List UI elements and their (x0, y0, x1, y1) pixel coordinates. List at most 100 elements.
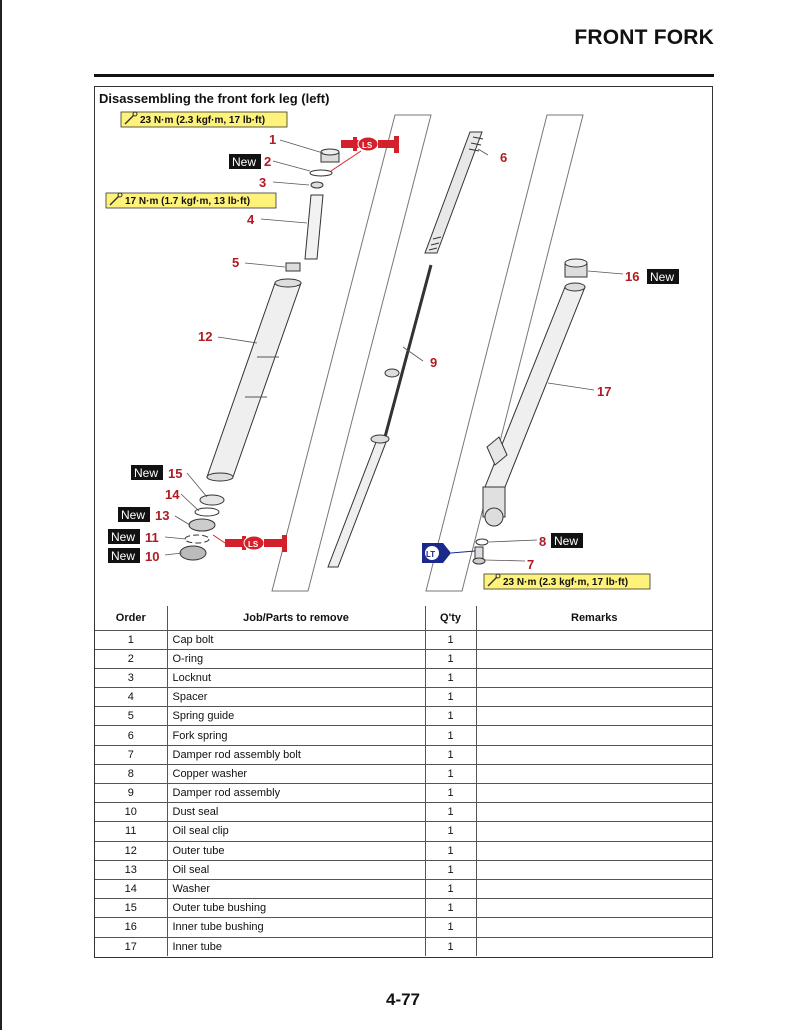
svg-text:New: New (554, 534, 578, 548)
quantity-cell: 1 (424, 917, 477, 938)
wrench-icon (487, 573, 501, 587)
column-header-job: Job/Parts to remove (166, 606, 426, 631)
callout-13: 13 (155, 508, 169, 523)
svg-text:New: New (111, 530, 135, 544)
remarks-cell (475, 648, 712, 669)
svg-text:New: New (134, 466, 158, 480)
callout-15: 15 (168, 466, 182, 481)
order-cell: 10 (95, 802, 168, 823)
callout-10: 10 (145, 549, 159, 564)
new-badge-2: New (229, 154, 261, 169)
part-name-cell: Dust seal (166, 802, 426, 823)
page-number: 4-77 (385, 990, 421, 1009)
spacer-part (304, 194, 324, 260)
part-name-cell: Spacer (166, 687, 426, 708)
remarks-cell (475, 859, 712, 880)
order-cell: 9 (95, 782, 168, 804)
locknut-part (310, 181, 324, 189)
exploded-diagram: 23 N·m (2.3 kgf·m, 17 lb·ft) 17 N·m (1.7… (105, 111, 679, 592)
part-name-cell: Damper rod assembly bolt (166, 744, 426, 765)
order-cell: 8 (95, 763, 168, 785)
torque-spec-damper-bolt: 23 N·m (2.3 kgf·m, 17 lb·ft) (483, 573, 651, 590)
fork-spring-part (424, 131, 484, 254)
torque-value: 17 N·m (1.7 kgf·m, 13 lb·ft) (125, 196, 250, 207)
quantity-cell: 1 (424, 763, 477, 785)
wrench-icon (109, 192, 123, 206)
part-name-cell: O-ring (166, 648, 426, 669)
guide-frame-middle (271, 114, 432, 592)
quantity-cell: 1 (424, 744, 477, 765)
callout-7: 7 (527, 557, 534, 572)
remarks-cell (475, 629, 712, 650)
diagram-title: Disassembling the front fork leg (left) (99, 91, 330, 106)
remarks-cell (475, 802, 712, 823)
grease-ls-icon: LS (330, 136, 399, 172)
wrench-icon (124, 111, 138, 125)
damper-bolt-part (472, 546, 486, 565)
column-header-qty: Q'ty (424, 606, 477, 631)
quantity-cell: 1 (424, 782, 477, 804)
order-cell: 2 (95, 648, 168, 669)
column-header-order: Order (95, 606, 168, 631)
callout-11: 11 (145, 530, 159, 545)
part-name-cell: Damper rod assembly (166, 782, 426, 804)
callout-9: 9 (430, 355, 437, 370)
part-name-cell: Locknut (166, 667, 426, 689)
order-cell: 16 (95, 917, 168, 938)
part-name-cell: Copper washer (166, 763, 426, 785)
svg-text:New: New (111, 549, 135, 563)
torque-spec-locknut: 17 N·m (1.7 kgf·m, 13 lb·ft) (105, 192, 277, 209)
remarks-cell (475, 687, 712, 708)
spring-guide-part (285, 262, 301, 272)
remarks-cell (475, 744, 712, 765)
oil-seal-clip-part (184, 534, 210, 544)
order-cell: 11 (95, 821, 168, 842)
svg-text:New: New (121, 508, 145, 522)
quantity-cell: 1 (424, 706, 477, 727)
new-badge-8: New (551, 533, 583, 548)
washer-part (194, 507, 220, 517)
remarks-cell (475, 782, 712, 804)
remarks-cell (475, 840, 712, 861)
torque-value: 23 N·m (2.3 kgf·m, 17 lb·ft) (140, 115, 265, 126)
order-cell: 7 (95, 744, 168, 765)
quantity-cell: 1 (424, 667, 477, 689)
quantity-cell: 1 (424, 821, 477, 842)
remarks-cell (475, 917, 712, 938)
order-cell: 1 (95, 629, 168, 650)
torque-spec-cap-bolt: 23 N·m (2.3 kgf·m, 17 lb·ft) (120, 111, 288, 128)
cap-bolt-part (320, 148, 340, 163)
column-header-remarks: Remarks (475, 606, 712, 631)
inner-tube-bushing-part (564, 258, 588, 278)
callout-14: 14 (165, 487, 180, 502)
remarks-cell (475, 706, 712, 727)
grease-ls-icon: LS (212, 534, 287, 552)
callout-16: 16 (625, 269, 639, 284)
new-badge-13: New (118, 507, 150, 522)
quantity-cell: 1 (424, 840, 477, 861)
new-badge-11: New (108, 529, 140, 544)
callout-5: 5 (232, 255, 239, 270)
title-rule (94, 74, 714, 77)
order-cell: 14 (95, 878, 168, 900)
o-ring-part (309, 169, 333, 177)
quantity-cell: 1 (424, 936, 477, 957)
page-edge (0, 0, 2, 1030)
quantity-cell: 1 (424, 629, 477, 650)
remarks-cell (475, 725, 712, 746)
remarks-cell (475, 667, 712, 689)
part-name-cell: Washer (166, 878, 426, 900)
copper-washer-part (475, 538, 489, 546)
locking-agent-lt-icon: LT (422, 543, 476, 563)
